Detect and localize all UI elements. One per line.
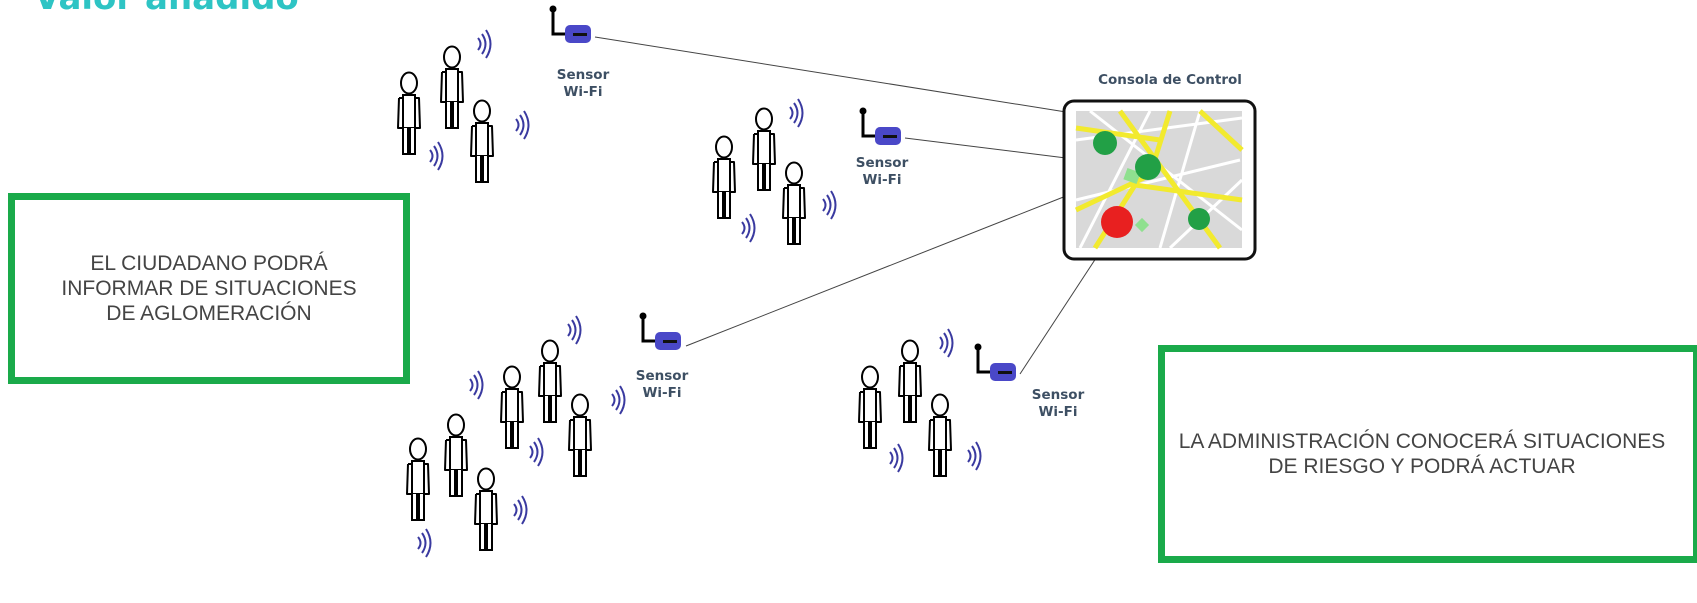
person-icon: [470, 99, 494, 183]
wifi-signal-icon: [822, 190, 837, 220]
wifi-signal-icon: [567, 315, 582, 345]
crowd-group-4: [858, 328, 982, 477]
wifi-signal-icon: [529, 437, 544, 467]
sensor-label-line1: Sensor: [556, 67, 610, 83]
sensor-label-line1: Sensor: [635, 368, 689, 384]
ok-marker: [1188, 208, 1210, 230]
person-icon: [712, 135, 736, 219]
control-console: [1062, 99, 1257, 261]
sensor-label-line2: Wi-Fi: [862, 172, 902, 188]
person-icon: [752, 107, 776, 191]
connection-line: [904, 137, 1067, 159]
wifi-sensor-icon: [973, 342, 1018, 383]
page-title: Valor añadido: [34, 0, 299, 18]
person-icon: [928, 393, 952, 477]
person-icon: [568, 393, 592, 477]
wifi-signal-icon: [513, 495, 528, 525]
connection-line: [685, 195, 1067, 347]
person-icon: [538, 339, 562, 423]
person-icon: [500, 365, 524, 449]
sensor-label-line1: Sensor: [1031, 387, 1085, 403]
sensor-label-line2: Wi-Fi: [642, 385, 682, 401]
citizen-info-text: EL CIUDADANO PODRÁ INFORMAR DE SITUACION…: [61, 252, 357, 325]
person-icon: [858, 365, 882, 449]
ok-marker: [1093, 131, 1117, 155]
wifi-signal-icon: [939, 328, 954, 358]
sensor-label: Sensor Wi-Fi: [523, 67, 643, 101]
person-icon: [898, 339, 922, 423]
wifi-signal-icon: [741, 213, 756, 243]
crowd-group-1: [397, 29, 530, 183]
wifi-sensor-icon: [858, 106, 903, 147]
person-icon: [444, 413, 468, 497]
wifi-signal-icon: [469, 370, 484, 400]
wifi-sensor-icon: [638, 311, 683, 352]
map-park: [1134, 217, 1150, 233]
admin-info-text: LA ADMINISTRACIÓN CONOCERÁ SITUACIONES D…: [1178, 430, 1666, 478]
person-icon: [440, 45, 464, 129]
connection-line: [1019, 251, 1101, 375]
wifi-sensor-icon: [548, 4, 593, 45]
wifi-signal-icon: [417, 528, 432, 558]
wifi-signal-icon: [429, 141, 444, 171]
wifi-signal-icon: [477, 29, 492, 59]
sensor-label-line1: Sensor: [855, 155, 909, 171]
person-icon: [406, 437, 430, 521]
alert-marker: [1101, 206, 1133, 238]
wifi-signal-icon: [515, 110, 530, 140]
sensor-label-line2: Wi-Fi: [563, 84, 603, 100]
person-icon: [397, 71, 421, 155]
crowd-group-3: [406, 315, 626, 558]
citizen-info-box: EL CIUDADANO PODRÁ INFORMAR DE SITUACION…: [8, 193, 410, 384]
wifi-signal-icon: [789, 98, 804, 128]
sensor-label: Sensor Wi-Fi: [998, 387, 1118, 421]
console-label: Consola de Control: [1098, 72, 1242, 88]
connection-lines: [594, 36, 1101, 375]
ok-marker: [1135, 154, 1161, 180]
person-icon: [474, 467, 498, 551]
sensor-label: Sensor Wi-Fi: [602, 368, 722, 402]
wifi-signal-icon: [967, 441, 982, 471]
crowd-group-2: [712, 98, 837, 245]
connection-line: [594, 36, 1067, 113]
wifi-signal-icon: [889, 443, 904, 473]
person-icon: [782, 161, 806, 245]
sensor-label: Sensor Wi-Fi: [822, 155, 942, 189]
admin-info-box: LA ADMINISTRACIÓN CONOCERÁ SITUACIONES D…: [1158, 345, 1697, 563]
sensor-label-line2: Wi-Fi: [1038, 404, 1078, 420]
